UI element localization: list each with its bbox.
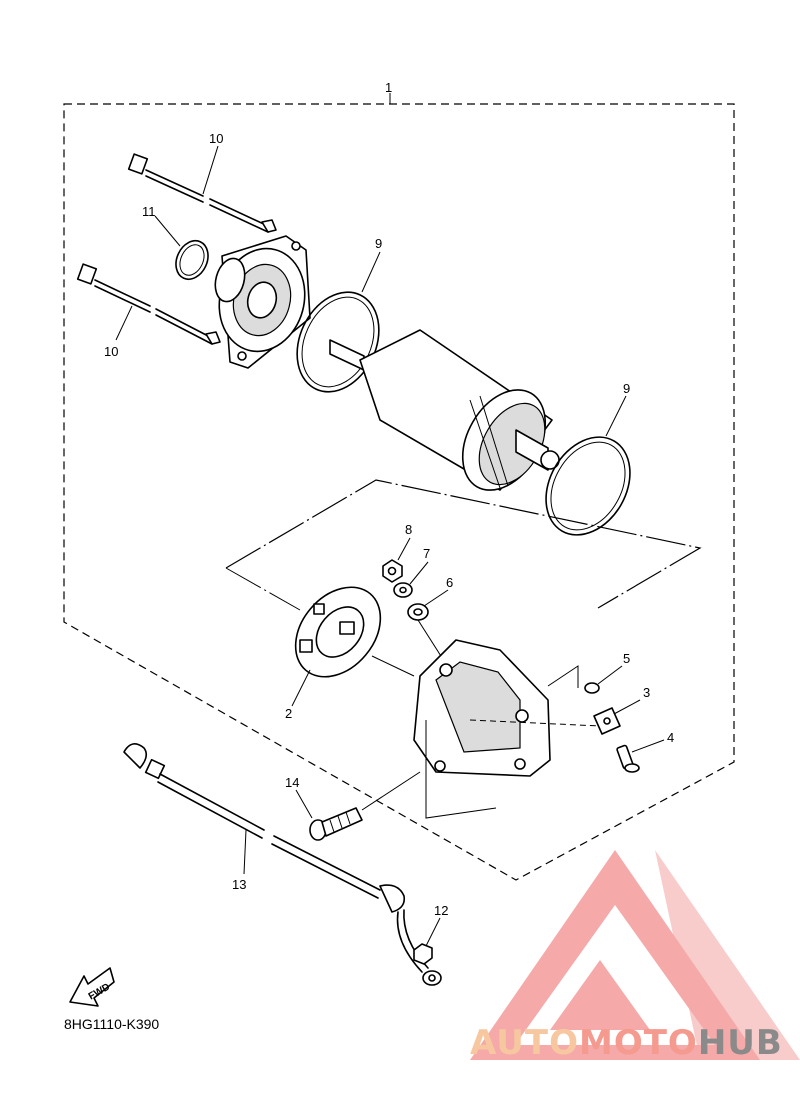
leader-13 (243, 829, 247, 875)
leader-6 (423, 589, 449, 607)
leader-14 (295, 789, 313, 819)
callout-11: 11 (142, 204, 156, 219)
callout-5: 5 (623, 651, 630, 666)
leader-11 (154, 215, 181, 247)
callout-1: 1 (385, 80, 392, 95)
leader-2 (291, 669, 311, 707)
washer (393, 582, 413, 598)
callout-4: 4 (667, 730, 674, 745)
callout-13: 13 (232, 877, 246, 892)
diagram-code: 8HG1110-K390 (64, 1016, 160, 1032)
fwd-arrow-icon (69, 967, 115, 1007)
o-ring-small (175, 239, 209, 281)
callout-7: 7 (423, 546, 430, 561)
assembly-plane (225, 479, 702, 609)
long-bolt-lower (76, 263, 221, 345)
callout-14: 14 (285, 775, 299, 790)
watermark-text: AUTOMOTOHUB (470, 1023, 783, 1063)
terminal-clip (593, 707, 621, 735)
insulator-washer (407, 603, 429, 621)
small-screw (616, 744, 640, 773)
watermark-part-1: AUTO (470, 1023, 579, 1063)
callout-6: 6 (446, 575, 453, 590)
front-cover (214, 235, 311, 369)
leader-10-upper (202, 145, 219, 195)
callout-8: 8 (405, 522, 412, 537)
motor-body (329, 329, 560, 491)
nut (382, 559, 403, 583)
starter-cable (123, 743, 442, 986)
small-washer (584, 682, 600, 694)
leader-7 (409, 561, 429, 585)
leader-9-lower (605, 395, 627, 437)
leader-3 (613, 699, 641, 715)
long-bolt-upper (127, 153, 277, 233)
callout-3: 3 (643, 685, 650, 700)
callout-9-lower: 9 (623, 381, 630, 396)
callout-9-upper: 9 (375, 236, 382, 251)
leader-8 (397, 537, 411, 561)
callout-10-upper: 10 (209, 131, 223, 146)
watermark-part-2: MOTO (579, 1023, 698, 1063)
brush-plate (294, 586, 382, 678)
callout-2: 2 (285, 706, 292, 721)
mounting-bolt (309, 807, 363, 841)
callout-12: 12 (434, 903, 448, 918)
rear-cover (413, 639, 551, 777)
leader-12 (425, 917, 441, 947)
o-ring-large-lower (545, 436, 631, 536)
leader-10-lower (115, 305, 133, 341)
leader-9-upper (361, 251, 381, 293)
callout-10-lower: 10 (104, 344, 118, 359)
leader-4 (631, 739, 665, 753)
leader-5 (597, 665, 623, 685)
watermark-part-3: HUB (698, 1023, 783, 1063)
cable-nut (413, 943, 433, 965)
watermark-logo-icon (470, 850, 800, 1060)
